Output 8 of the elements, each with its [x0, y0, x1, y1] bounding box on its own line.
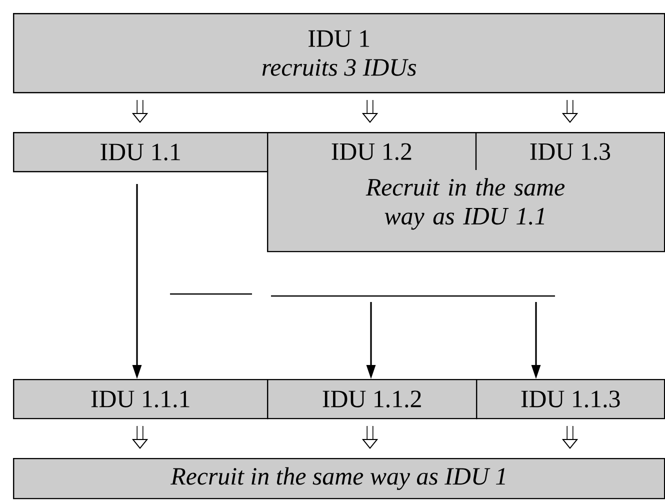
process-box: IDU 1 recruits 3 IDUs	[13, 13, 665, 94]
process-box: Recruit in the same way as IDU 1	[13, 458, 665, 500]
box-label: IDU 1.3	[530, 143, 610, 160]
process-box: IDU 1.1.3	[476, 378, 665, 420]
process-box: IDU 1.1.2	[267, 378, 478, 420]
process-box: IDU 1.1	[13, 132, 268, 172]
process-box: IDU 1.1.1	[13, 378, 268, 420]
box-label: IDU 1.2	[332, 143, 412, 160]
